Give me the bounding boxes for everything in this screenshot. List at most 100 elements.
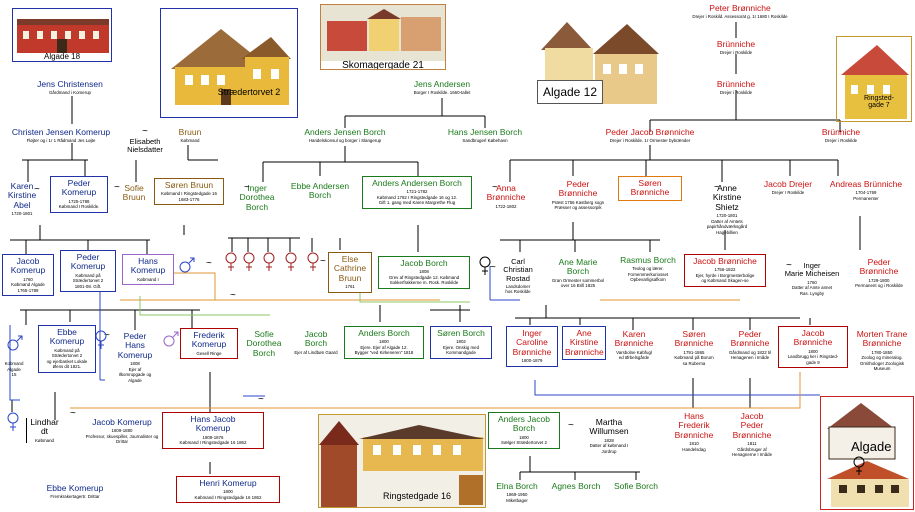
person-note: 1725-1788 Købmand I Roskilde. [58,198,100,210]
female-icon [853,456,865,475]
person-note: Købmand [180,138,200,144]
person-note: 1800-1879 [521,358,543,364]
marriage-marker: ~ [786,260,792,271]
person-brunniche-2: Brünniche Drejer i Roskilde [700,79,772,96]
person-jacob-peder-bronniche: Jacob Peder Brønniche 1811 Gårdsbruger a… [722,411,782,458]
marriage-marker: ~ [490,262,496,273]
person-name: Elisabeth Nielsdatter [127,137,163,155]
person-name: Peder Komerup [70,252,106,272]
person-jacob-borch-1: Jacob Borch 1808 Grev af Ringstedgade 12… [378,256,470,289]
female-icon [243,252,255,271]
person-karen-kirstine-abel: Karen Kirstine Abel 1720-1801 [2,181,42,217]
person-anna-bronniche: Anna Brønniche 1722-1802 [482,183,530,209]
marriage-marker: ~ [244,182,250,193]
male-icon [179,257,195,273]
person-name: Bruun [178,127,202,137]
person-name: Peder Brønniche [558,179,598,199]
person-note: Sandbrugerl Købehavn [462,138,508,144]
person-soren-bronniche-1: Søren Brønniche [618,176,682,201]
person-note: 1808 Grev af Ringstedgade 12. Købmand So… [388,269,460,286]
person-note: 1800 Sælger Strædertorvet 2 [501,434,547,446]
person-jens-andersen: Jens Andersen Borger I Roskilde. 1660-ta… [390,79,494,96]
person-name: Jens Andersen [413,79,471,89]
person-note: Præst 1756 Kastberg sogn Præsser og asse… [551,199,605,211]
picture-caption: Skomagergade 21 [342,60,424,70]
person-name: Peder Brønniche [859,257,899,277]
person-note: 1721-1782 Købmand 1782 I Ringstedgade 16… [376,189,458,206]
person-sofie-dorothea-borch: Sofie Dorothea Borch [244,329,284,358]
person-karen-bronniche: Karen Brønniche Varsbolne Købfugl ed Ørb… [606,329,662,361]
algade18-picture: Algade 18 [12,8,112,62]
person-anne-kirstine-shietz: Anne Kirstine Shietz 1720-1801 Datter af… [698,183,756,235]
building-icon [827,403,909,507]
person-inger-marie-micheisen: Inger Marie Micheisen 1760 Datter af Amt… [778,261,846,296]
algade12-picture: Algade 12 [537,14,665,106]
person-note: Købmand på Strædertorvet 2 1801-08. Gift… [72,272,104,289]
algade-picture: Algade [820,396,914,510]
person-name: Christen Jensen Komerup [11,127,111,137]
person-name: Søren Brønniche [674,329,714,349]
person-note: 1791-1865 Købmand på Borum sa Ruberna [674,349,714,366]
person-note: 1760 Købmand Algade 1765-1789 [11,276,45,293]
person-note: 1809-1880 Professor, skuespiller, Journa… [85,428,159,445]
person-note: Købmand [34,437,55,443]
person-anders-jensen-borch: Anders Jensen Borch Handelskonsul og bor… [290,127,400,144]
skomagergade-picture: Skomagergade 21 [320,4,446,70]
person-name: Jacob Borch [304,329,328,349]
person-bruun: Bruun Købmand [170,127,210,144]
person-note: 1720-1801 [11,211,33,217]
female-icon [285,252,297,271]
person-note: Gårdmand og 1822 til Henagenen i Imåde [728,349,772,361]
person-note: 1729-1800 Permanent og i Roskilde [855,277,903,289]
person-hans-jensen-borch: Hans Jensen Borch Sandbrugerl Købehavn [436,127,534,144]
person-elisabeth: Elisabeth Nielsdatter [120,137,170,155]
person-name: Lindhar dt [30,417,59,437]
person-note: Drejer i Roskilde. 1r Ormester bybrænder [609,138,691,144]
person-name: Ane Kirstine Brønniche [565,328,604,357]
person-peder-bronniche: Peder Brønniche Præst 1756 Kastberg sogn… [540,179,616,211]
person-name: Anders Jacob Borch [498,414,550,434]
person-name: Agnes Borch [551,481,601,491]
person-peder-hans-komerup: Peder Hans Komerup 1808 Ejer af Ilkomrup… [110,331,160,383]
marriage-marker: ~ [568,420,574,431]
person-name: Jacob Borch [400,258,448,268]
male-icon [163,331,179,347]
person-name: Inger Dorothea Borch [239,183,275,212]
marriage-marker: ~ [104,330,110,341]
person-name: Peder Jacob Brønniche [605,127,695,137]
person-name: Brünniche [716,79,756,89]
straedertorvet-picture: Strædertorvet 2 [160,8,298,118]
person-name: Anne Kirstine Shietz [712,183,742,212]
person-note: Drejer i Roskilde [719,90,753,96]
person-sofie-bruun: Sofie Bruun [114,183,154,203]
female-icon [479,256,491,275]
building-icon [17,19,109,53]
person-soren-borch: Søren Borch 1802 Ejere. Onskig med Komma… [430,326,492,359]
person-name: Jacob Peder Brønniche [732,411,772,440]
person-sofie-borch: Sofie Borch [608,481,664,491]
person-ebbe-komerup-2: Ebbe Komerup Fremkrakertagertr. Drittar [30,483,120,500]
female-icon [7,412,19,431]
person-lindhardt: Lindhar dt Købmand [26,417,62,444]
ringstedgade16-picture: Ringstedgade 16 [318,414,486,508]
person-note: Købmand på Strædertorvet 2 og ejerbanket… [46,347,88,370]
female-icon [225,252,237,271]
person-note: Teolog og lærer. Fornemmerkuriosset Opbe… [627,266,669,283]
building-icon [321,5,445,61]
person-name: Brünniche [821,127,861,137]
person-name: Karen Brønniche [614,329,654,349]
person-note: Fremkrakertagertr. Drittar [50,494,100,500]
person-anders-andersen-borch: Anders Andersen Borch 1721-1782 Købmand … [362,176,472,209]
person-name: Hans Jensen Borch [447,127,523,137]
marriage-marker: ~ [34,184,40,195]
person-christen-jensen: Christen Jensen Komerup Fløjter og i 1r … [2,127,120,144]
person-ebbe-andersen-borch: Ebbe Andersen Borch [284,181,356,201]
marriage-marker: ~ [492,182,498,193]
person-note: Borger I Roskilde. 1660-tallet [413,90,471,96]
person-name: Inger Marie Micheisen [784,261,840,279]
person-jens-christensen: Jens Christensen Gårdmand i Komerup [20,79,120,96]
person-name: Søren Brønniche [630,178,670,198]
person-peder-jacob-bronniche: Peder Jacob Brønniche Drejer i Roskilde.… [594,127,706,144]
person-hans-frederik-bronniche: Hans Frederik Brønniche 1810 Handelsdag [664,411,724,452]
